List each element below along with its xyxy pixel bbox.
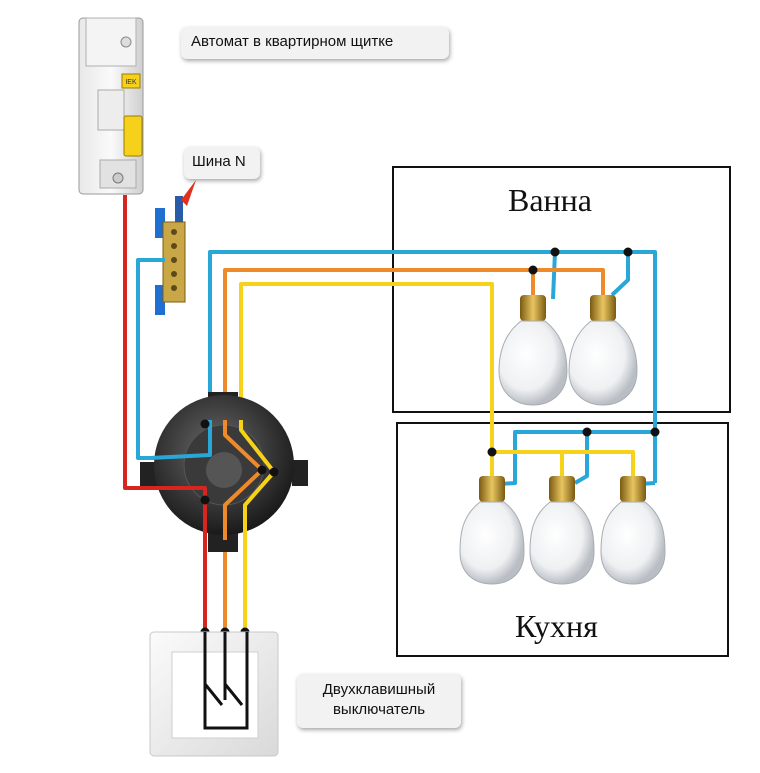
light-bulb-icon bbox=[529, 476, 595, 585]
kitchen-label: Кухня bbox=[515, 608, 598, 644]
bathroom-label: Ванна bbox=[508, 182, 592, 218]
switch-callout: Двухклавишный выключатель bbox=[297, 674, 461, 728]
light-bulb-icon bbox=[568, 295, 638, 406]
circuit-breaker-icon: IEK bbox=[78, 17, 144, 195]
double-switch-icon bbox=[149, 631, 279, 757]
light-bulb-icon bbox=[459, 476, 525, 585]
neutral-bus-callout: Шина N bbox=[184, 147, 260, 179]
light-bulb-icon bbox=[498, 295, 568, 406]
light-bulb-icon bbox=[600, 476, 666, 585]
kitchen-frame bbox=[396, 422, 729, 657]
breaker-callout: Автомат в квартирном щитке bbox=[181, 27, 449, 59]
bathroom-frame bbox=[392, 166, 731, 413]
junction-box-icon bbox=[140, 392, 308, 552]
svg-text:IEK: IEK bbox=[125, 79, 137, 86]
neutral-bus-icon bbox=[155, 180, 196, 315]
